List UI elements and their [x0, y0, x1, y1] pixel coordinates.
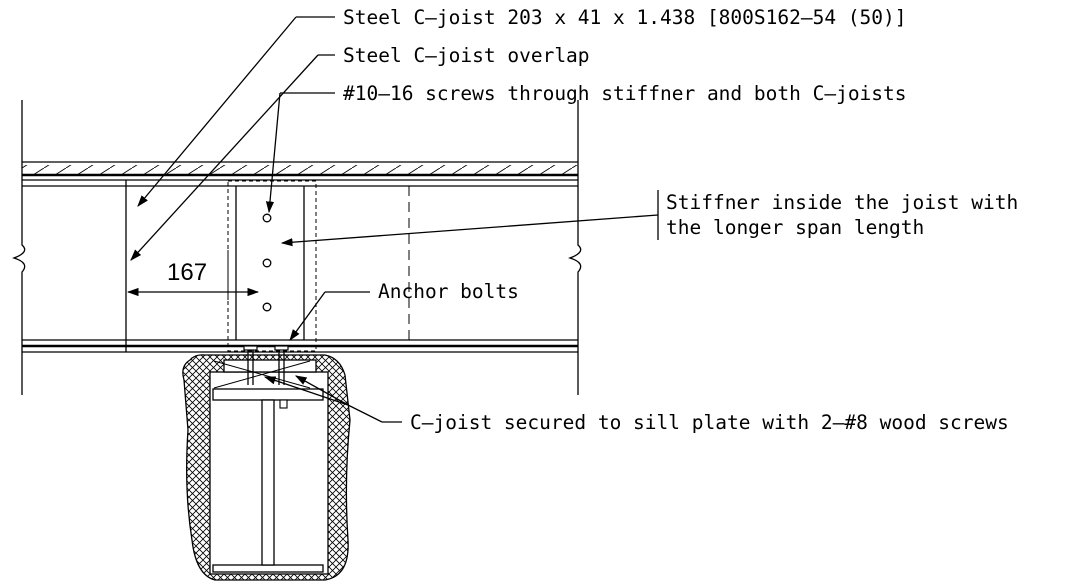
screw-3: [262, 302, 272, 312]
joist-spec-label: Steel C–joist 203 x 41 x 1.438 [800S162–…: [343, 6, 907, 29]
screw-2: [262, 258, 272, 268]
sill-screws-label: C–joist secured to sill plate with 2–#8 …: [410, 411, 1009, 434]
screws-label: #10–16 screws through stiffner and both …: [343, 82, 907, 105]
foundation: [182, 354, 351, 581]
dimension-label: 167: [167, 259, 207, 286]
screw-1: [262, 213, 272, 223]
stiffener-label-line1: Stiffner inside the joist with: [666, 191, 1018, 214]
joist-overlap-label: Steel C–joist overlap: [343, 44, 590, 67]
break-lines: [12, 100, 582, 395]
overlap-dimension: 167: [126, 250, 260, 300]
leaders: [130, 16, 659, 423]
stiffener-label-line2: the longer span length: [666, 216, 924, 239]
floor-deck: [22, 161, 578, 187]
joist-end-lines: [125, 180, 410, 352]
joist-bottom-flange: [22, 339, 578, 353]
stiffener: [227, 180, 317, 352]
anchor-bolts-label: Anchor bolts: [378, 280, 519, 303]
annotations: Steel C–joist 203 x 41 x 1.438 [800S162–…: [343, 6, 1018, 434]
anchor-bolts: [243, 345, 289, 409]
